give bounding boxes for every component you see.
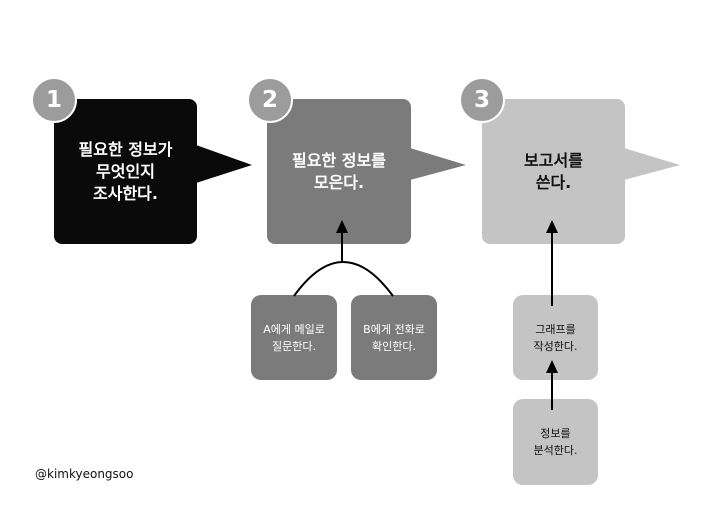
substep-mail-text: A에게 메일로 질문한다. (263, 322, 325, 353)
merge-arc (293, 261, 394, 297)
substep-analyze-box: 정보를 분석한다. (513, 399, 598, 485)
author-credit: @kimkyeongsoo (35, 467, 134, 481)
substep-analyze-text: 정보를 분석한다. (533, 427, 578, 457)
step-1-box: 필요한 정보가 무엇인지 조사한다. (54, 99, 197, 244)
step-2-number: 2 (261, 87, 278, 113)
step-3-number: 3 (473, 87, 490, 113)
substep-graph-box: 그래프를 작성한다. (513, 295, 598, 380)
step-3-number-badge: 3 (459, 77, 505, 123)
substep-phone-text: B에게 전화로 확인한다. (363, 322, 425, 353)
step-3-tail (624, 148, 680, 180)
step-2-number-badge: 2 (247, 77, 293, 123)
step-1-number: 1 (45, 87, 62, 113)
arrow-to-step-3-head (546, 220, 558, 233)
arrow-to-graph-head (546, 360, 558, 373)
substep-mail-box: A에게 메일로 질문한다. (251, 295, 337, 380)
step-3-box: 보고서를 쓴다. (482, 99, 625, 244)
substep-phone-box: B에게 전화로 확인한다. (351, 295, 437, 380)
step-1-text: 필요한 정보가 무엇인지 조사한다. (78, 139, 173, 203)
step-2-tail (410, 148, 466, 180)
step-2-box: 필요한 정보를 모은다. (267, 99, 411, 244)
substep-graph-text: 그래프를 작성한다. (533, 322, 578, 353)
step-3-text: 보고서를 쓴다. (524, 150, 583, 192)
step-1-tail (196, 145, 252, 183)
step-2-text: 필요한 정보를 모은다. (292, 150, 386, 192)
step-1-number-badge: 1 (31, 77, 77, 123)
arrow-to-step-2-head (336, 220, 348, 233)
